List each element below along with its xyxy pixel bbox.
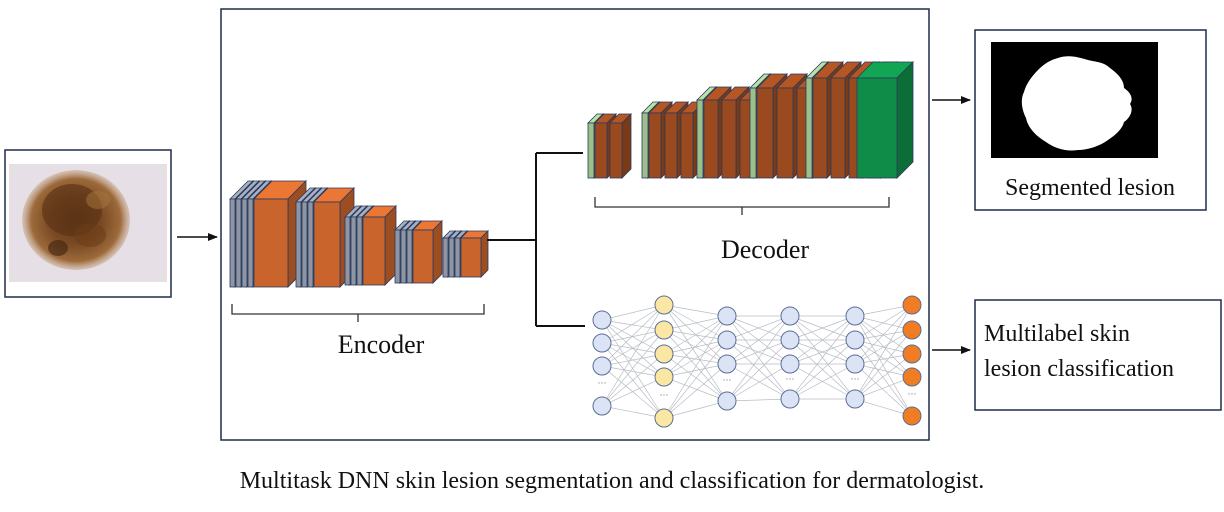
segmented-lesion-label: Segmented lesion — [1005, 175, 1175, 201]
encoder-stage-4-conv-block — [412, 220, 443, 284]
decoder-label: Decoder — [721, 235, 809, 264]
decoder-brace — [594, 197, 890, 215]
classifier-layer-4-node — [780, 330, 800, 350]
ellipsis-icon: ··· — [660, 390, 669, 400]
classifier-layer-2-node — [654, 320, 674, 340]
ellipsis-icon: ··· — [908, 389, 917, 399]
classifier-layer-1-node — [592, 396, 612, 416]
classifier-layer-1-node — [592, 333, 612, 353]
classifier-layer-5-node — [845, 389, 865, 409]
classifier-connections — [601, 304, 913, 419]
classifier-layer-5-node — [845, 306, 865, 326]
decoder-output-block — [856, 61, 914, 179]
classifier-layer-5-node — [845, 354, 865, 374]
classifier-layer-3-node — [717, 354, 737, 374]
classification-frame — [974, 299, 1222, 411]
encoder-stage-3-conv-block — [362, 205, 397, 286]
classifier-layer-1-node — [592, 310, 612, 330]
classification-label-line1: Multilabel skin — [984, 321, 1130, 347]
classifier-layer-2-node — [654, 295, 674, 315]
classifier-layer-2-node — [654, 367, 674, 387]
dermoscopic-lesion-icon — [22, 170, 130, 270]
ellipsis-icon: ··· — [786, 374, 795, 384]
encoder-stage-5-conv-block — [460, 230, 489, 278]
classifier-layer-3-node — [717, 391, 737, 411]
encoder-label: Encoder — [338, 330, 425, 359]
segmented-lesion-panel: Segmented lesion — [974, 29, 1207, 211]
ellipsis-icon: ··· — [723, 375, 732, 385]
classifier-layer-6-node — [902, 344, 922, 364]
encoder-blocks — [229, 180, 489, 288]
classifier-layer-4-node — [780, 389, 800, 409]
classification-label-line2: lesion classification — [984, 356, 1174, 382]
classifier-layer-2-node — [654, 344, 674, 364]
ellipsis-icon: ··· — [851, 374, 860, 384]
figure-caption: Multitask DNN skin lesion segmentation a… — [240, 468, 985, 494]
classifier-layer-2-node — [654, 408, 674, 428]
network-frame — [220, 8, 930, 441]
bottleneck-connector — [487, 152, 585, 327]
classifier-layer-4-node — [780, 354, 800, 374]
classifier-layer-6-node — [902, 367, 922, 387]
classification-panel: Multilabel skin lesion classification — [974, 299, 1222, 411]
ellipsis-icon: ··· — [598, 378, 607, 388]
classifier-layer-1-node — [592, 356, 612, 376]
decoder-blocks — [587, 61, 914, 179]
classifier-layer-6-node — [902, 295, 922, 315]
encoder-brace — [231, 304, 485, 322]
segmentation-mask-icon — [1021, 56, 1132, 151]
classifier-layer-6-node — [902, 320, 922, 340]
classifier-network: ··· ··· ··· ··· ··· ··· — [592, 295, 922, 428]
classifier-layer-3-node — [717, 330, 737, 350]
classifier-layer-5-node — [845, 330, 865, 350]
classifier-layer-4-node — [780, 306, 800, 326]
classifier-layer-6-node — [902, 406, 922, 426]
decoder-stage-1-conv-block — [609, 113, 632, 179]
classifier-layer-3-node — [717, 306, 737, 326]
input-image-panel — [4, 149, 172, 298]
